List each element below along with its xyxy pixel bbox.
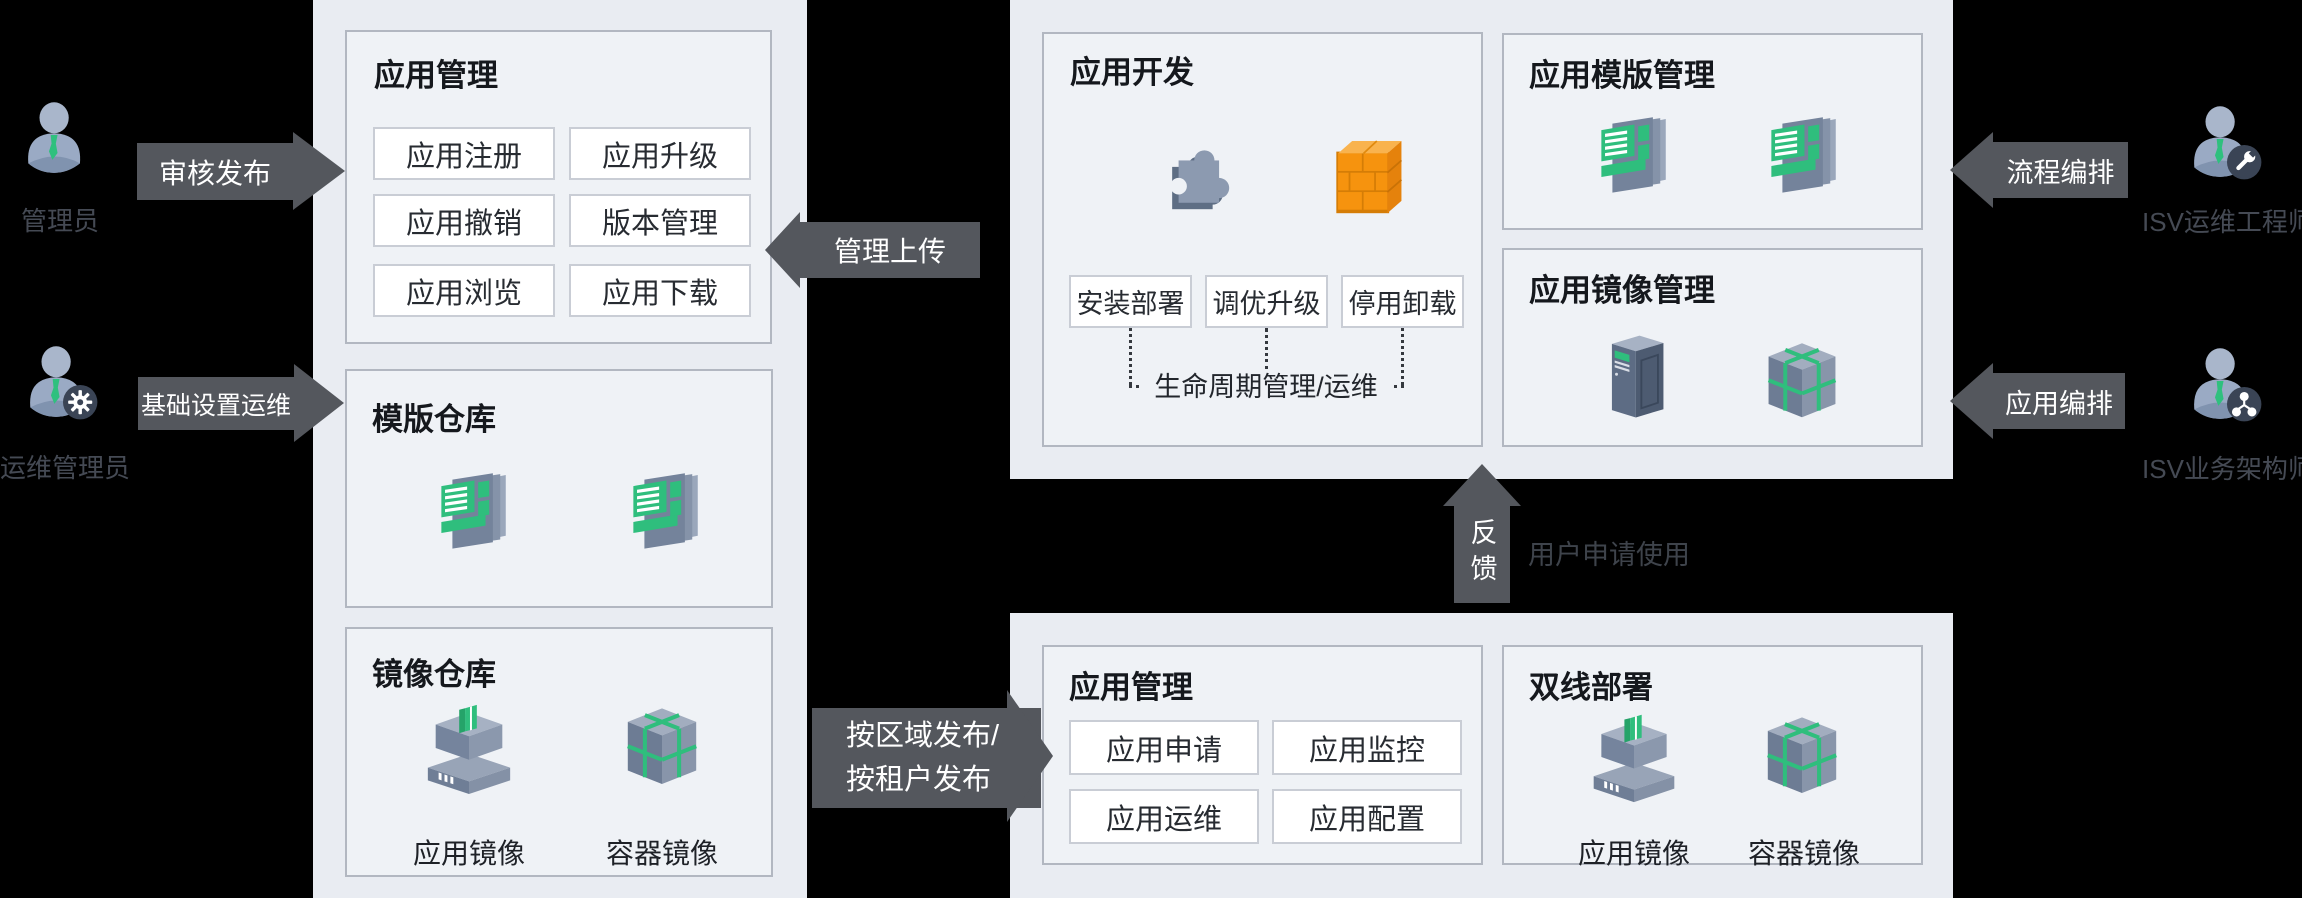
app-image-box-icon <box>1586 709 1682 805</box>
person-icon <box>18 98 104 184</box>
person-gear-icon <box>20 342 106 428</box>
btn-app-ops: 应用运维 <box>1069 789 1259 844</box>
btn-app-download: 应用下载 <box>569 264 751 317</box>
arrow-base-setup-ops: 基础设置运维 <box>138 377 294 430</box>
puzzle-piece-icon <box>1151 131 1243 223</box>
server-tower-icon <box>1588 331 1680 423</box>
box-template-repo-title: 模版仓库 <box>372 402 496 437</box>
bottom-panel: 应用管理 应用申请 应用监控 应用运维 应用配置 双线部署 应用镜像 容器镜像 <box>1010 613 1953 898</box>
actor-isv-arch-label: ISV业务架构师 <box>2142 454 2302 484</box>
arrow-region-publish-line2: 按租户发布 <box>846 764 992 796</box>
lifecycle-label: 生命周期管理/运维 <box>1141 369 1391 405</box>
arrow-region-publish-line1: 按区域发布/ <box>846 720 1000 752</box>
box-image-mgmt-title: 应用镜像管理 <box>1529 273 1715 308</box>
arrow-manage-upload: 管理上传 <box>800 222 980 278</box>
template-stack-icon <box>434 464 526 556</box>
box-image-repo: 镜像仓库 应用镜像 容器镜像 <box>345 627 773 877</box>
arrow-review-publish-head <box>293 132 345 210</box>
actor-isv-ops-label: ISV运维工程师 <box>2142 207 2302 237</box>
app-image-label: 应用镜像 <box>1577 838 1690 869</box>
template-stack-icon <box>1764 108 1856 200</box>
arrow-app-orchestration-head <box>1950 363 1993 439</box>
btn-app-upgrade: 应用升级 <box>569 127 751 180</box>
arrow-region-publish-head <box>1007 690 1053 822</box>
box-app-management-title: 应用管理 <box>374 58 498 93</box>
lifecycle-connector-mid <box>1265 328 1268 370</box>
box-app-dev-title: 应用开发 <box>1070 55 1194 90</box>
brick-wall-icon <box>1324 134 1412 222</box>
btn-stop-uninstall: 停用卸载 <box>1341 275 1464 328</box>
box-app-management-bottom: 应用管理 应用申请 应用监控 应用运维 应用配置 <box>1042 645 1483 865</box>
person-hierarchy-icon <box>2184 344 2270 430</box>
btn-app-monitor: 应用监控 <box>1272 720 1462 775</box>
app-image-box-icon <box>420 699 518 797</box>
box-template-mgmt: 应用模版管理 <box>1502 33 1923 230</box>
container-cube-icon <box>617 703 707 793</box>
btn-version-mgmt: 版本管理 <box>569 194 751 247</box>
container-image-label: 容器镜像 <box>605 838 718 869</box>
box-dual-deploy: 双线部署 应用镜像 容器镜像 <box>1502 645 1923 869</box>
arrow-app-orchestration: 应用编排 <box>1993 373 2125 429</box>
template-stack-icon <box>626 464 718 556</box>
arrow-manage-upload-head <box>765 212 800 288</box>
box-app-dev: 应用开发 安装部署 调优升级 停用卸载 生命周期管理/运维 <box>1042 32 1483 447</box>
arrow-feedback-head <box>1443 464 1521 506</box>
box-image-repo-title: 镜像仓库 <box>372 657 496 692</box>
arrow-review-publish: 审核发布 <box>137 143 293 200</box>
box-image-mgmt: 应用镜像管理 <box>1502 248 1923 447</box>
lifecycle-connector-right <box>1401 328 1404 385</box>
arrow-flow-orchestration: 流程编排 <box>1993 142 2128 198</box>
container-cube-icon <box>1757 712 1847 802</box>
person-wrench-icon <box>2184 102 2270 188</box>
actor-admin-label: 管理员 <box>20 206 99 236</box>
user-apply-label: 用户申请使用 <box>1528 540 1690 570</box>
left-panel: 应用管理 应用注册 应用升级 应用撤销 版本管理 应用浏览 应用下载 模版仓库 … <box>313 0 807 898</box>
btn-app-apply: 应用申请 <box>1069 720 1259 775</box>
btn-app-revoke: 应用撤销 <box>373 194 555 247</box>
btn-tune-upgrade: 调优升级 <box>1205 275 1328 328</box>
lifecycle-connector-left <box>1129 328 1132 385</box>
app-image-label: 应用镜像 <box>412 838 525 869</box>
btn-app-register: 应用注册 <box>373 127 555 180</box>
box-app-management-bottom-title: 应用管理 <box>1069 670 1193 705</box>
btn-install-deploy: 安装部署 <box>1069 275 1192 328</box>
box-dual-deploy-title: 双线部署 <box>1529 670 1653 705</box>
arrow-base-setup-ops-head <box>294 364 344 442</box>
actor-ops-admin-label: 运维管理员 <box>0 453 131 483</box>
arrow-flow-orchestration-head <box>1950 132 1993 208</box>
container-image-label: 容器镜像 <box>1747 838 1860 869</box>
template-stack-icon <box>1594 108 1686 200</box>
btn-app-browse: 应用浏览 <box>373 264 555 317</box>
container-cube-icon <box>1758 338 1846 426</box>
arrow-feedback: 反馈 <box>1454 505 1510 603</box>
box-app-management: 应用管理 应用注册 应用升级 应用撤销 版本管理 应用浏览 应用下载 <box>345 30 772 344</box>
arrow-feedback-label: 反馈 <box>1466 518 1497 590</box>
box-template-mgmt-title: 应用模版管理 <box>1529 58 1715 93</box>
box-template-repo: 模版仓库 <box>345 369 773 608</box>
btn-app-config: 应用配置 <box>1272 789 1462 844</box>
right-top-panel: 应用开发 安装部署 调优升级 停用卸载 生命周期管理/运维 应用模版管理 应用镜… <box>1010 0 1953 479</box>
arrow-region-publish: 按区域发布/ 按租户发布 <box>812 708 1041 808</box>
